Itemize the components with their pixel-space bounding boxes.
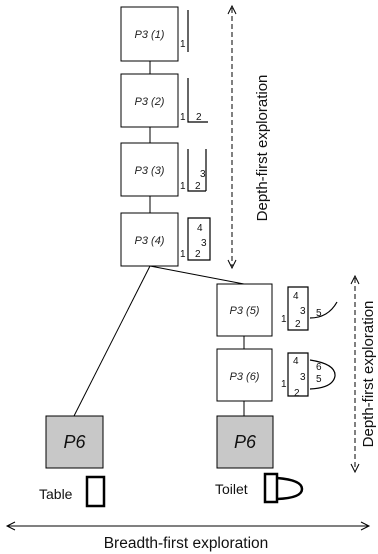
- table-icon: [85, 475, 106, 508]
- sketch-digit: 3: [201, 238, 207, 249]
- sketch-digit: 2: [294, 388, 300, 399]
- sketch-digit: 1: [281, 379, 287, 390]
- sketch-digit: 1: [180, 249, 186, 260]
- sketch-digit: 5: [316, 308, 322, 319]
- sketch-digit: 3: [200, 169, 206, 180]
- sketch-digit: 1: [180, 112, 186, 123]
- sketch-p3-2: 1 2: [180, 78, 208, 123]
- depth-first-arrow-top: [227, 4, 237, 270]
- toilet-object: Toilet: [215, 472, 304, 504]
- sketch-digit: 1: [281, 314, 287, 325]
- sketch-digit: 2: [295, 319, 301, 330]
- sketch-digit: 2: [196, 112, 202, 123]
- sketch-p3-3: 1 2 3: [180, 149, 207, 192]
- depth-first-arrow-right: [350, 274, 360, 474]
- sketch-digit: 3: [300, 372, 306, 383]
- toilet-label: Toilet: [215, 481, 248, 497]
- sketch-p3-1: 1: [180, 10, 189, 52]
- node-p3-1-label: P3 (1): [135, 29, 165, 41]
- sketch-p3-5: 1 2 3 4 5: [281, 286, 338, 331]
- sketch-digit: 1: [180, 181, 186, 192]
- sketch-digit: 4: [293, 291, 299, 302]
- node-p3-6: P3 (6): [216, 348, 273, 402]
- node-p3-5: P3 (5): [216, 283, 273, 337]
- sketch-digit: 4: [197, 223, 203, 234]
- sketch-digit: 1: [180, 39, 186, 50]
- node-p3-1: P3 (1): [120, 6, 179, 62]
- sketch-p3-6: 1 2 3 4 5 6: [281, 352, 336, 399]
- node-p3-6-label: P3 (6): [230, 371, 260, 383]
- node-p3-3: P3 (3): [120, 142, 179, 197]
- table-object: Table: [39, 475, 106, 508]
- breadth-first-label: Breadth-first exploration: [104, 535, 269, 552]
- sketch-digit: 4: [293, 356, 299, 367]
- edge-p3-4-to-p3-5: [149, 265, 245, 285]
- sketch-digit: 2: [195, 181, 201, 192]
- sketch-digit: 5: [316, 374, 322, 385]
- sketch-digit: 2: [195, 249, 201, 260]
- breadth-first-arrow: [5, 521, 371, 531]
- sketch-digit: 6: [316, 362, 322, 373]
- depth-first-label-top: Depth-first exploration: [254, 75, 271, 222]
- node-p6-left-label: P6: [63, 432, 86, 452]
- toilet-icon: [263, 472, 304, 504]
- edge-p3-4-to-p6-left: [73, 265, 151, 417]
- depth-first-label-right: Depth-first exploration: [360, 301, 377, 448]
- node-p3-5-label: P3 (5): [230, 305, 260, 317]
- node-p3-2: P3 (2): [120, 73, 179, 128]
- node-p3-4-label: P3 (4): [135, 235, 165, 247]
- sketch-p3-4: 1 2 3 4: [180, 217, 211, 261]
- node-p3-2-label: P3 (2): [135, 96, 165, 108]
- sketch-digit: 3: [300, 306, 306, 317]
- node-p3-3-label: P3 (3): [135, 165, 165, 177]
- node-p3-4: P3 (4): [120, 212, 179, 267]
- node-p6-right-label: P6: [234, 432, 257, 452]
- node-p6-left: P6: [45, 415, 104, 469]
- node-p6-right: P6: [216, 415, 274, 469]
- table-label: Table: [39, 486, 73, 502]
